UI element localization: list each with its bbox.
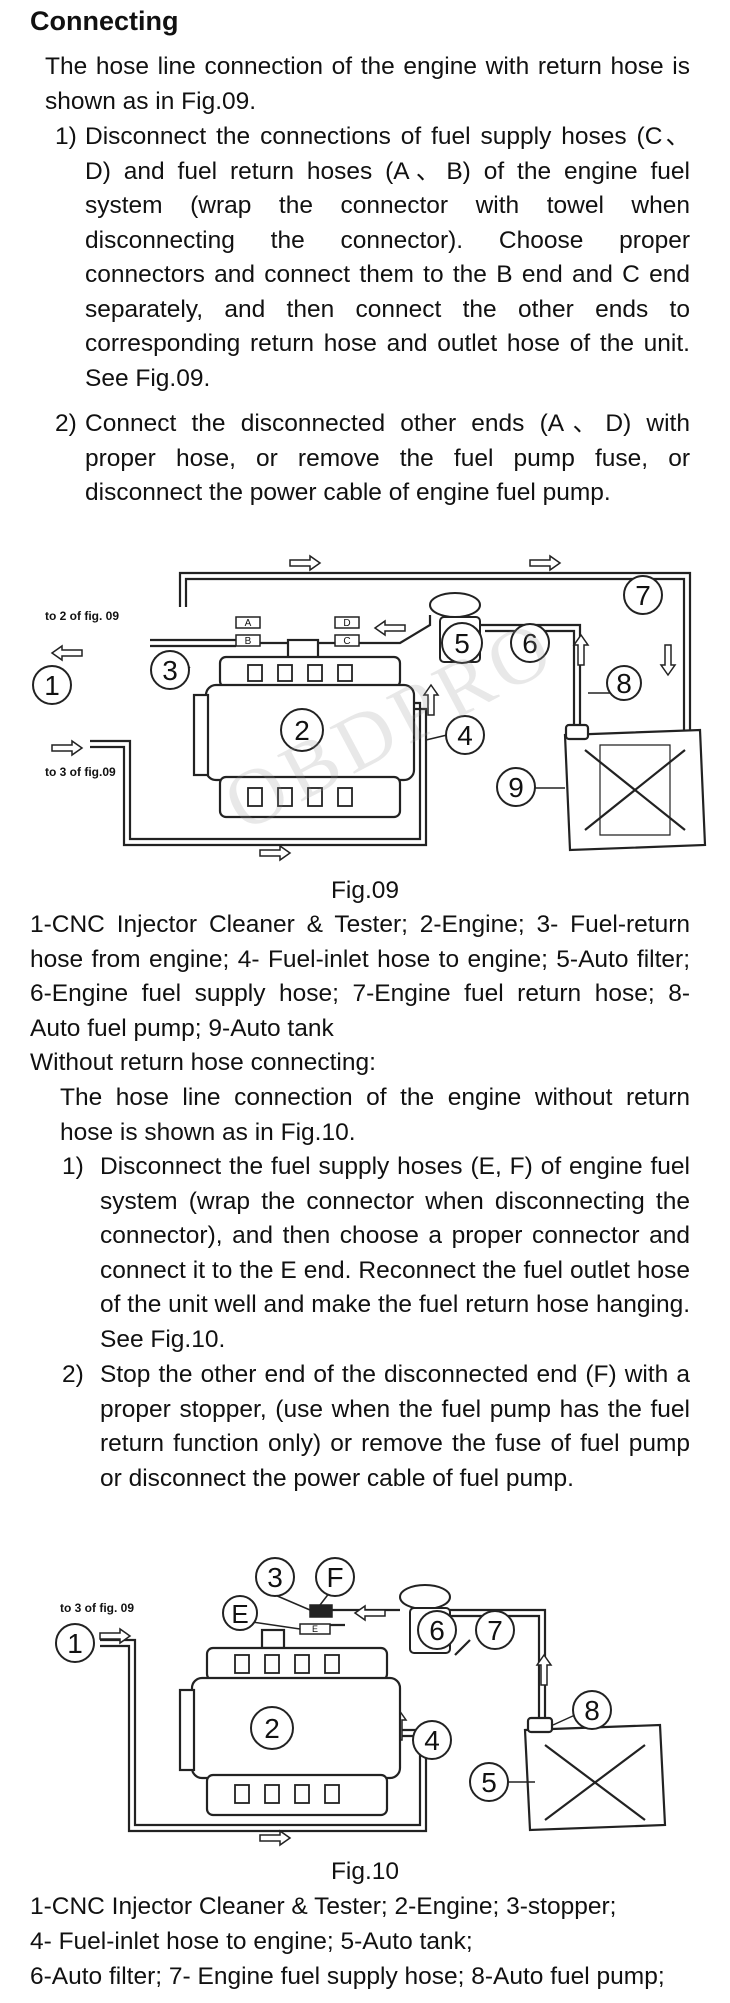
step-without-2: 2) Stop the other end of the disconnecte… bbox=[62, 1358, 690, 1503]
fig09-number-1: 1 bbox=[44, 670, 60, 701]
fig09-number-9: 9 bbox=[508, 772, 524, 803]
fig10-number-8: 8 bbox=[584, 1695, 600, 1726]
fig09-caption: Fig.09 bbox=[330, 877, 400, 904]
step-without-1: 1) Disconnect the fuel supply hoses (E, … bbox=[62, 1150, 690, 1360]
fig10-caption: Fig.10 bbox=[330, 1858, 400, 1885]
step-number: 1) bbox=[55, 123, 77, 150]
fig09-number-7: 7 bbox=[635, 580, 651, 611]
fig10-connector-e: E bbox=[231, 1599, 248, 1629]
section-heading: Connecting bbox=[30, 6, 179, 36]
step-number: 2) bbox=[55, 410, 77, 437]
fig10-number-6: 6 bbox=[429, 1615, 445, 1646]
fig10-number-4: 4 bbox=[424, 1725, 440, 1756]
fig09-number-5: 5 bbox=[454, 628, 470, 659]
without-return-title: Without return hose connecting: bbox=[30, 1049, 376, 1076]
step-text: Connect the disconnected other ends (A、D… bbox=[85, 410, 690, 506]
fig09-number-3: 3 bbox=[162, 655, 178, 686]
fig09-number-4: 4 bbox=[457, 720, 473, 751]
fig09-to3-label: to 3 of fig.09 bbox=[45, 765, 116, 779]
step-text: Disconnect the fuel supply hoses (E, F) … bbox=[100, 1153, 690, 1353]
fig10-legend-line-3: 6-Auto filter; 7- Engine fuel supply hos… bbox=[30, 1963, 665, 1990]
fig10-number-7: 7 bbox=[487, 1615, 503, 1646]
fig10-connector-f: F bbox=[326, 1562, 343, 1593]
fig09-number-8: 8 bbox=[616, 668, 632, 699]
fig09-legend: 1-CNC Injector Cleaner & Tester; 2-Engin… bbox=[30, 911, 690, 1042]
fig10-diagram: E bbox=[55, 1557, 667, 1847]
step-text: Disconnect the connections of fuel suppl… bbox=[85, 123, 690, 392]
fig10-number-1: 1 bbox=[67, 1628, 83, 1659]
fig10-number-3: 3 bbox=[267, 1562, 283, 1593]
fig09-to2-label: to 2 of fig. 09 bbox=[45, 609, 119, 623]
fig10-to3-label: to 3 of fig. 09 bbox=[60, 1601, 134, 1615]
step-return-1: 1) Disconnect the connections of fuel su… bbox=[55, 120, 690, 405]
intro-without-paragraph: The hose line connection of the engine w… bbox=[60, 1084, 690, 1146]
fig10-legend-line-1: 1-CNC Injector Cleaner & Tester; 2-Engin… bbox=[30, 1893, 617, 1920]
fig10-legend-line-2: 4- Fuel-inlet hose to engine; 5-Auto tan… bbox=[30, 1928, 473, 1955]
fig09-number-2: 2 bbox=[294, 715, 310, 746]
fig09-diagram: A B C D bbox=[32, 554, 707, 862]
fig10-number-2: 2 bbox=[264, 1713, 280, 1744]
fig09-number-6: 6 bbox=[522, 628, 538, 659]
intro-return-paragraph: The hose line connection of the engine w… bbox=[45, 53, 690, 115]
connector-c-label: C bbox=[343, 636, 350, 647]
step-number: 2) bbox=[62, 1361, 84, 1388]
connector-b-label: B bbox=[245, 636, 252, 647]
connector-a-label: A bbox=[245, 618, 252, 629]
connector-d-label: D bbox=[343, 618, 350, 629]
step-text: Stop the other end of the disconnected e… bbox=[100, 1361, 690, 1492]
fig10-number-5: 5 bbox=[481, 1767, 497, 1798]
step-return-2: 2) Connect the disconnected other ends (… bbox=[55, 407, 690, 517]
connector-e-small-label: E bbox=[312, 1624, 318, 1634]
step-number: 1) bbox=[62, 1153, 84, 1180]
